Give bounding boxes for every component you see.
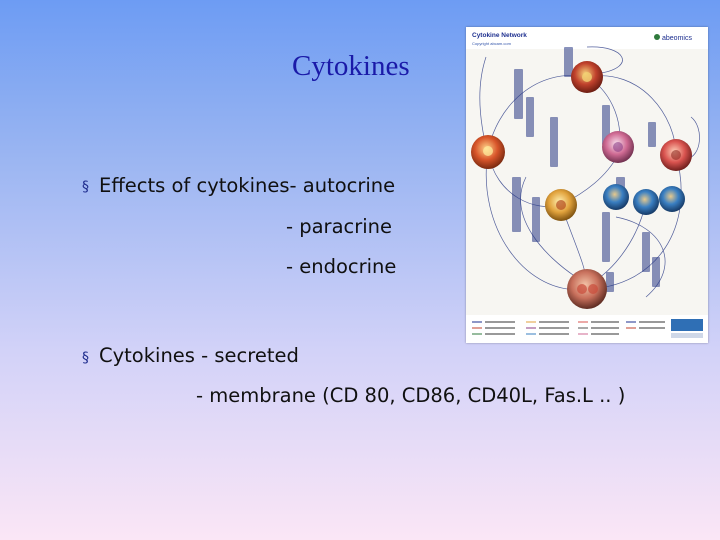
- slide-title: Cytokines: [292, 50, 410, 82]
- brand-badge-icon: [671, 319, 703, 331]
- bullet-text-membrane: - membrane (CD 80, CD86, CD40L, Fas.L ..…: [196, 384, 626, 407]
- bullet-text-endocrine: - endocrine: [286, 255, 397, 278]
- bullet-marker: §: [82, 179, 89, 195]
- bullet-marker: §: [82, 350, 89, 366]
- figure-header-title: Cytokine Network: [472, 32, 527, 39]
- bullet-text-paracrine: - paracrine: [286, 215, 393, 238]
- brand-logo-icon: [654, 34, 660, 40]
- bullet-text-secreted: Cytokines - secreted: [99, 344, 299, 367]
- bullet-text-effects: Effects of cytokines- autocrine: [99, 174, 396, 197]
- figure-brand: abeomics: [662, 35, 692, 42]
- figure-header-subtitle: Copyright abcam.com: [472, 41, 512, 46]
- cytokine-network-figure: Cytokine Network Copyright abcam.com abe…: [466, 27, 708, 343]
